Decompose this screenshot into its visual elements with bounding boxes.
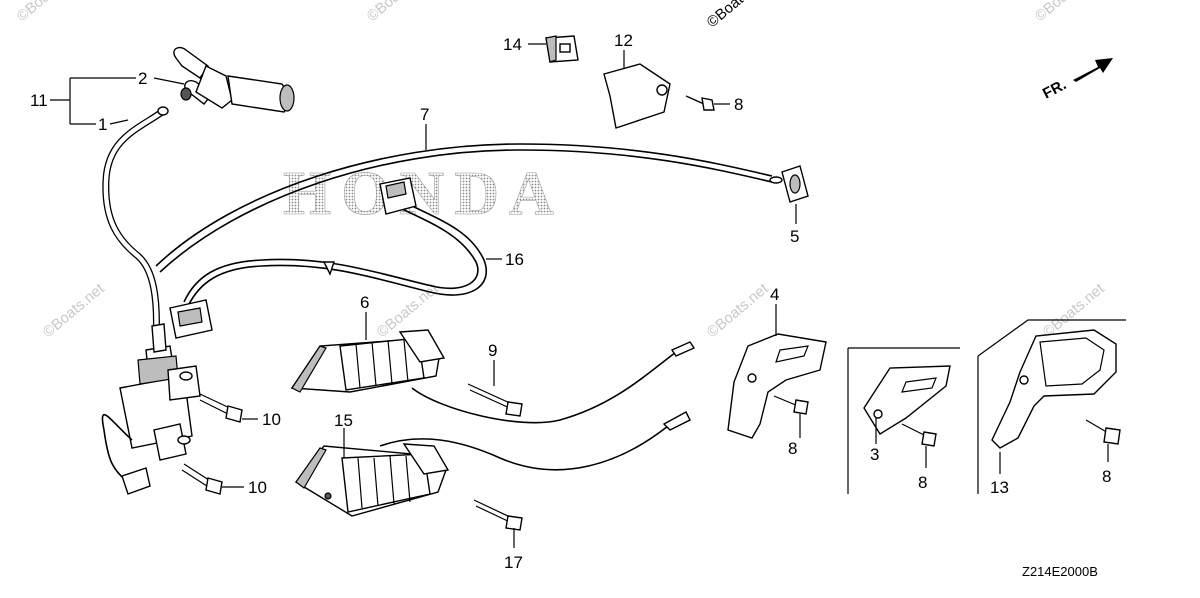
bolt-8-bracket-4	[773, 395, 809, 415]
harness-plug	[169, 299, 213, 339]
exciter-coil-lower-lead	[379, 425, 669, 471]
bolt-8-upper	[685, 95, 715, 111]
callout-9: 9	[488, 341, 497, 360]
callout-10: 10	[248, 478, 267, 497]
copyright-watermark: ©Boats.net	[364, 0, 433, 25]
copyright-watermark: ©Boats.net	[14, 0, 83, 25]
callout-4: 4	[770, 285, 779, 304]
copyright-watermark: ©Boats.net	[704, 280, 773, 341]
spark-plug-cap	[173, 46, 295, 113]
copyright-watermark-dark: ©Boats.net	[704, 0, 773, 31]
callout-13: 13	[990, 478, 1009, 497]
ground-lead	[101, 414, 133, 485]
callout-8: 8	[788, 439, 797, 458]
callout-8: 8	[918, 473, 927, 492]
exciter-coil-upper-lead	[411, 351, 677, 424]
copyright-watermark: ©Boats.net	[40, 280, 109, 341]
clip	[545, 35, 579, 63]
callout-15: 15	[334, 411, 353, 430]
bolt-17	[473, 499, 523, 531]
callout-5: 5	[790, 227, 799, 246]
option-panel-bracket-3	[847, 347, 960, 494]
harness-connector	[379, 177, 417, 215]
callout-6: 6	[360, 293, 369, 312]
callout-7: 7	[420, 105, 429, 124]
callout-12: 12	[614, 31, 633, 50]
honda-brand-watermark: HONDA	[283, 160, 564, 228]
wire-harness	[155, 143, 783, 339]
leader-lines	[50, 43, 1109, 548]
callout-8: 8	[1102, 467, 1111, 486]
option-panel-bracket-13	[977, 319, 1126, 494]
copyright-watermark: ©Boats.net	[1032, 0, 1101, 25]
callout-11: 11	[30, 91, 48, 110]
callout-16: 16	[505, 250, 524, 269]
harness-main-wire	[159, 149, 773, 273]
exciter-coil-lower	[294, 443, 450, 517]
drawing-code: Z214E2000B	[1022, 564, 1098, 579]
ignition-coil-assembly	[101, 46, 295, 495]
exciter-coil-upper	[290, 329, 446, 393]
callout-3: 3	[870, 445, 879, 464]
bracket-upper	[603, 63, 671, 129]
callout-14: 14	[503, 35, 522, 54]
callout-1: 1	[98, 115, 107, 134]
bolt-10-lower	[181, 463, 223, 495]
ignition-coil-body	[119, 323, 201, 461]
bolt-10-upper	[199, 393, 243, 423]
front-label: FR.	[1040, 76, 1069, 102]
callout-17: 17	[504, 553, 523, 572]
bolt-9	[467, 383, 523, 417]
bracket-4	[727, 333, 827, 439]
front-direction-indicator: FR.	[1040, 58, 1113, 103]
callout-2: 2	[138, 69, 147, 88]
callout-8: 8	[734, 95, 743, 114]
front-arrow-icon	[1073, 58, 1113, 82]
callout-10: 10	[262, 410, 281, 429]
callout-numbers: 11 2 1 14 12 8 7 5 16 6 4 9 10 10 8 15 1…	[30, 31, 1111, 572]
grommet	[781, 165, 809, 203]
harness-branch-wire	[187, 201, 487, 307]
